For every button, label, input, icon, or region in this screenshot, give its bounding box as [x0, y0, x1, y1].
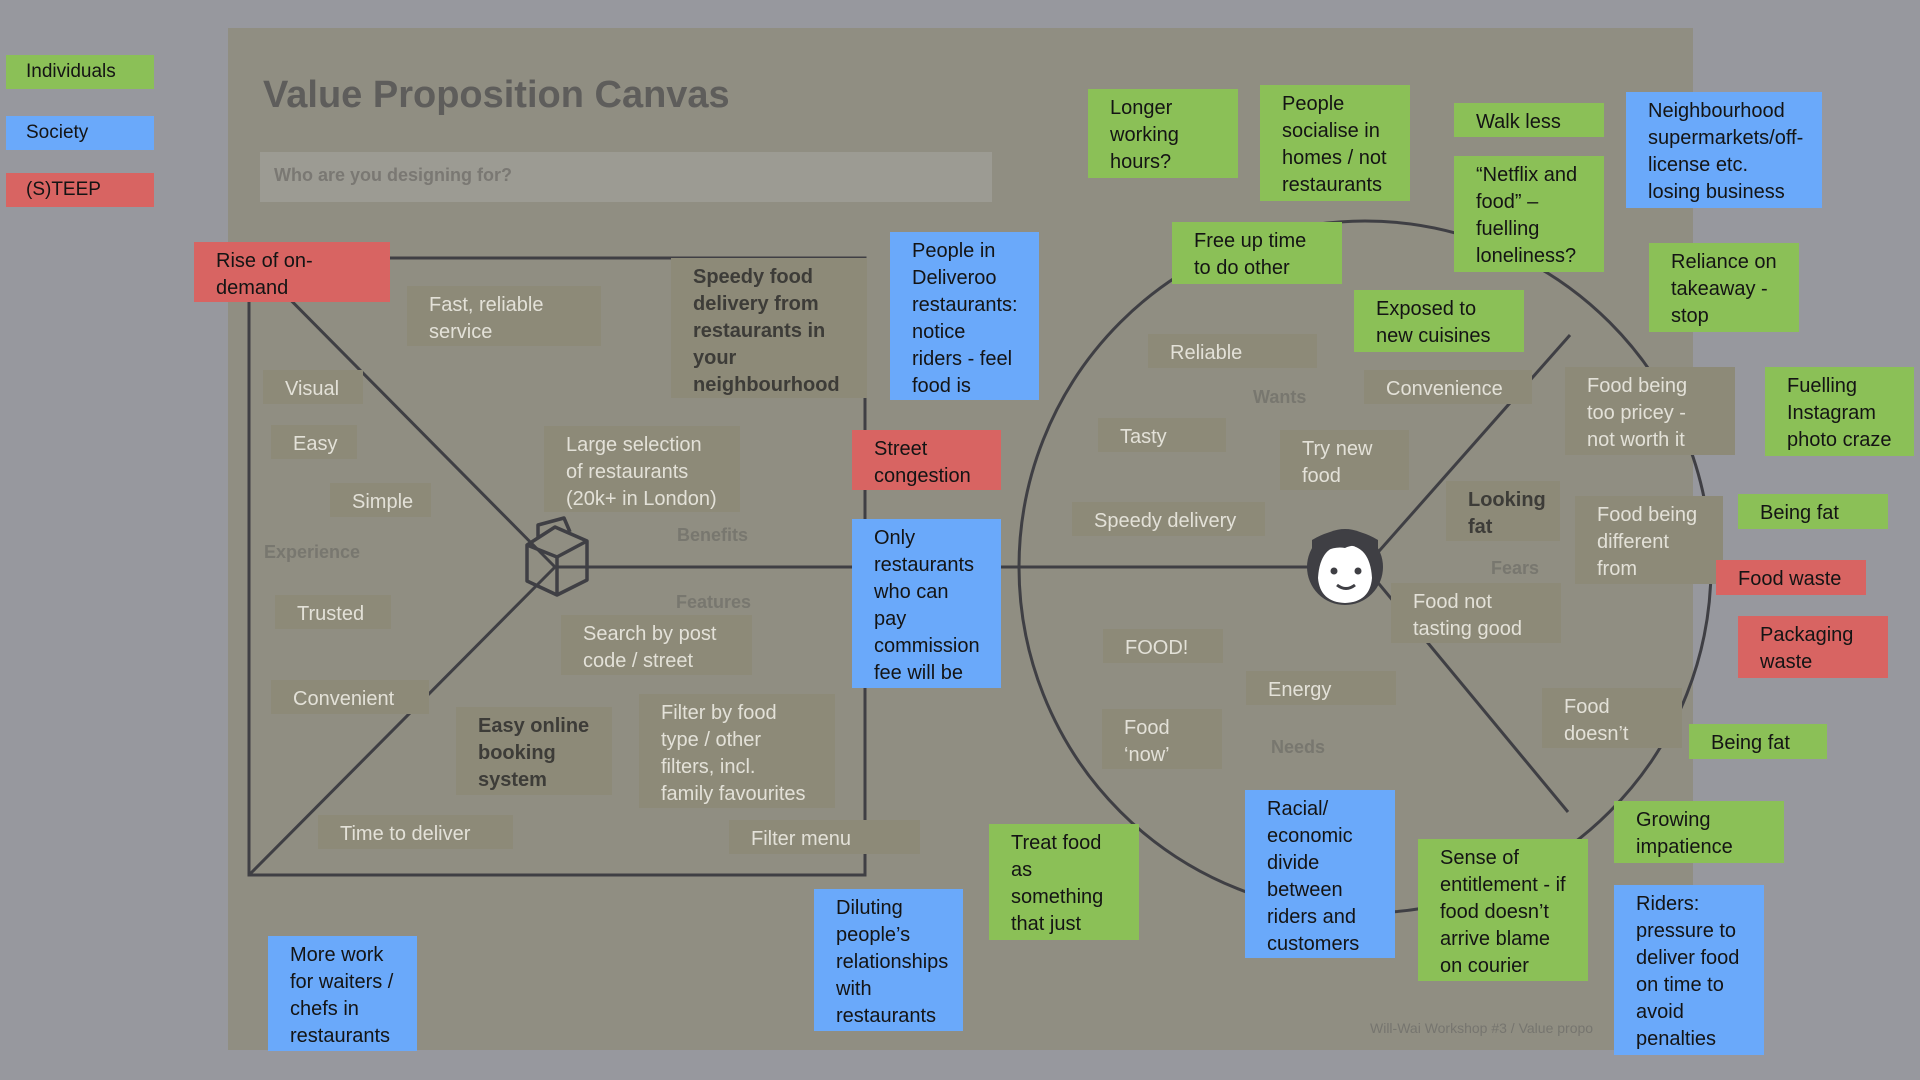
note-riders-pressure[interactable]: Riders: pressure to deliver food on time…: [1614, 885, 1764, 1055]
note-free-up-time[interactable]: Free up time to do other things: [1172, 222, 1342, 284]
square-diagonal-top: [247, 256, 557, 569]
note-more-work-for-waiters[interactable]: More work for waiters / chefs in restaur…: [268, 936, 417, 1051]
note-easy[interactable]: Easy: [271, 425, 357, 459]
experience-label: Experience: [264, 542, 361, 562]
note-trusted[interactable]: Trusted: [275, 595, 391, 629]
canvas-title: Value Proposition Canvas: [263, 74, 730, 116]
note-being-fat-bottom[interactable]: Being fat: [1689, 724, 1827, 759]
product-box-icon: [525, 516, 589, 597]
note-food-waste[interactable]: Food waste: [1716, 560, 1866, 595]
legend-steep: (S)TEEP: [6, 173, 154, 207]
note-people-in-deliveroo-restaurants[interactable]: People in Deliveroo restaurants: notice …: [890, 232, 1039, 400]
note-reliance-on-takeaway[interactable]: Reliance on takeaway - stop cooking: [1649, 243, 1799, 332]
note-food-now[interactable]: Food ‘now’: [1102, 709, 1222, 769]
note-simple[interactable]: Simple: [330, 483, 431, 517]
note-speedy-food-delivery[interactable]: Speedy food delivery from restaurants in…: [671, 258, 867, 398]
note-treat-food-as-something[interactable]: Treat food as something that just comes …: [989, 824, 1139, 940]
note-food-too-pricey[interactable]: Food being too pricey - not worth it: [1565, 367, 1735, 455]
note-tasty-food[interactable]: Tasty food: [1098, 418, 1226, 452]
canvas-footer: Will-Wai Workshop #3 / Value propo: [1370, 1020, 1594, 1036]
note-easy-online-booking[interactable]: Easy online booking system: [456, 707, 612, 795]
note-only-restaurants-commission[interactable]: Only restaurants who can pay commission …: [852, 519, 1001, 688]
note-food[interactable]: FOOD!: [1103, 629, 1223, 663]
note-fast-reliable-service[interactable]: Fast, reliable service: [407, 286, 601, 346]
note-filter-menu[interactable]: Filter menu: [729, 820, 920, 854]
note-netflix-and-food[interactable]: “Netflix and food” – fuelling loneliness…: [1454, 156, 1604, 272]
square-diagonal-bottom: [247, 565, 557, 877]
note-neighbourhood-supermarkets[interactable]: Neighbourhood supermarkets/off-license e…: [1626, 92, 1822, 208]
note-convenience[interactable]: Convenience: [1364, 370, 1532, 404]
note-growing-impatience[interactable]: Growing impatience: [1614, 801, 1784, 863]
note-people-socialise-in-homes[interactable]: People socialise in homes / not restaura…: [1260, 85, 1410, 201]
note-rise-of-on-demand-economy[interactable]: Rise of on-demand economy: [194, 242, 390, 302]
note-packaging-waste[interactable]: Packaging waste: [1738, 616, 1888, 678]
note-reliable-service[interactable]: Reliable service: [1148, 334, 1317, 368]
note-walk-less[interactable]: Walk less: [1454, 103, 1604, 137]
note-sense-of-entitlement[interactable]: Sense of entitlement - if food doesn’t a…: [1418, 839, 1588, 981]
needs-label: Needs: [1271, 737, 1326, 757]
note-food-not-tasting-good[interactable]: Food not tasting good: [1391, 583, 1561, 643]
note-racial-economic-divide[interactable]: Racial/ economic divide between riders a…: [1245, 790, 1395, 958]
customer-face-icon: [1307, 529, 1383, 605]
note-exposed-to-new-cuisines[interactable]: Exposed to new cuisines: [1354, 290, 1524, 352]
note-try-new-food[interactable]: Try new food: [1280, 430, 1409, 490]
note-time-to-deliver[interactable]: Time to deliver: [318, 815, 513, 849]
note-speedy-delivery[interactable]: Speedy delivery: [1072, 502, 1265, 536]
note-fuelling-instagram[interactable]: Fuelling Instagram photo craze: [1765, 367, 1914, 456]
note-looking-fat[interactable]: Looking fat: [1446, 481, 1560, 541]
note-energy[interactable]: Energy: [1246, 671, 1396, 705]
who-designing-for-field[interactable]: Who are you designing for?: [260, 152, 992, 202]
note-filter-by-food-type[interactable]: Filter by food type / other filters, inc…: [639, 694, 835, 808]
wants-label: Wants: [1253, 387, 1307, 407]
note-search-by-post-code[interactable]: Search by post code / street name: [561, 615, 752, 675]
legend-society: Society: [6, 116, 154, 150]
note-food-doesnt-arrive[interactable]: Food doesn’t arrive: [1542, 688, 1682, 748]
circle-divider-top: [1363, 334, 1572, 568]
note-diluting-relationships[interactable]: Diluting people’s relationships with res…: [814, 889, 963, 1031]
note-large-selection[interactable]: Large selection of restaurants (20k+ in …: [544, 426, 740, 512]
note-convenient[interactable]: Convenient: [271, 680, 429, 714]
note-food-different-from-photos[interactable]: Food being different from photos: [1575, 496, 1723, 584]
note-longer-working-hours[interactable]: Longer working hours?: [1088, 89, 1238, 178]
benefits-label: Benefits: [677, 525, 749, 545]
note-being-fat-top[interactable]: Being fat: [1738, 494, 1888, 529]
fears-label: Fears: [1491, 558, 1540, 578]
features-label: Features: [676, 592, 752, 612]
note-visual[interactable]: Visual: [263, 370, 363, 404]
legend-individuals: Individuals: [6, 55, 154, 89]
note-street-congestion[interactable]: Street congestion: [852, 430, 1001, 490]
